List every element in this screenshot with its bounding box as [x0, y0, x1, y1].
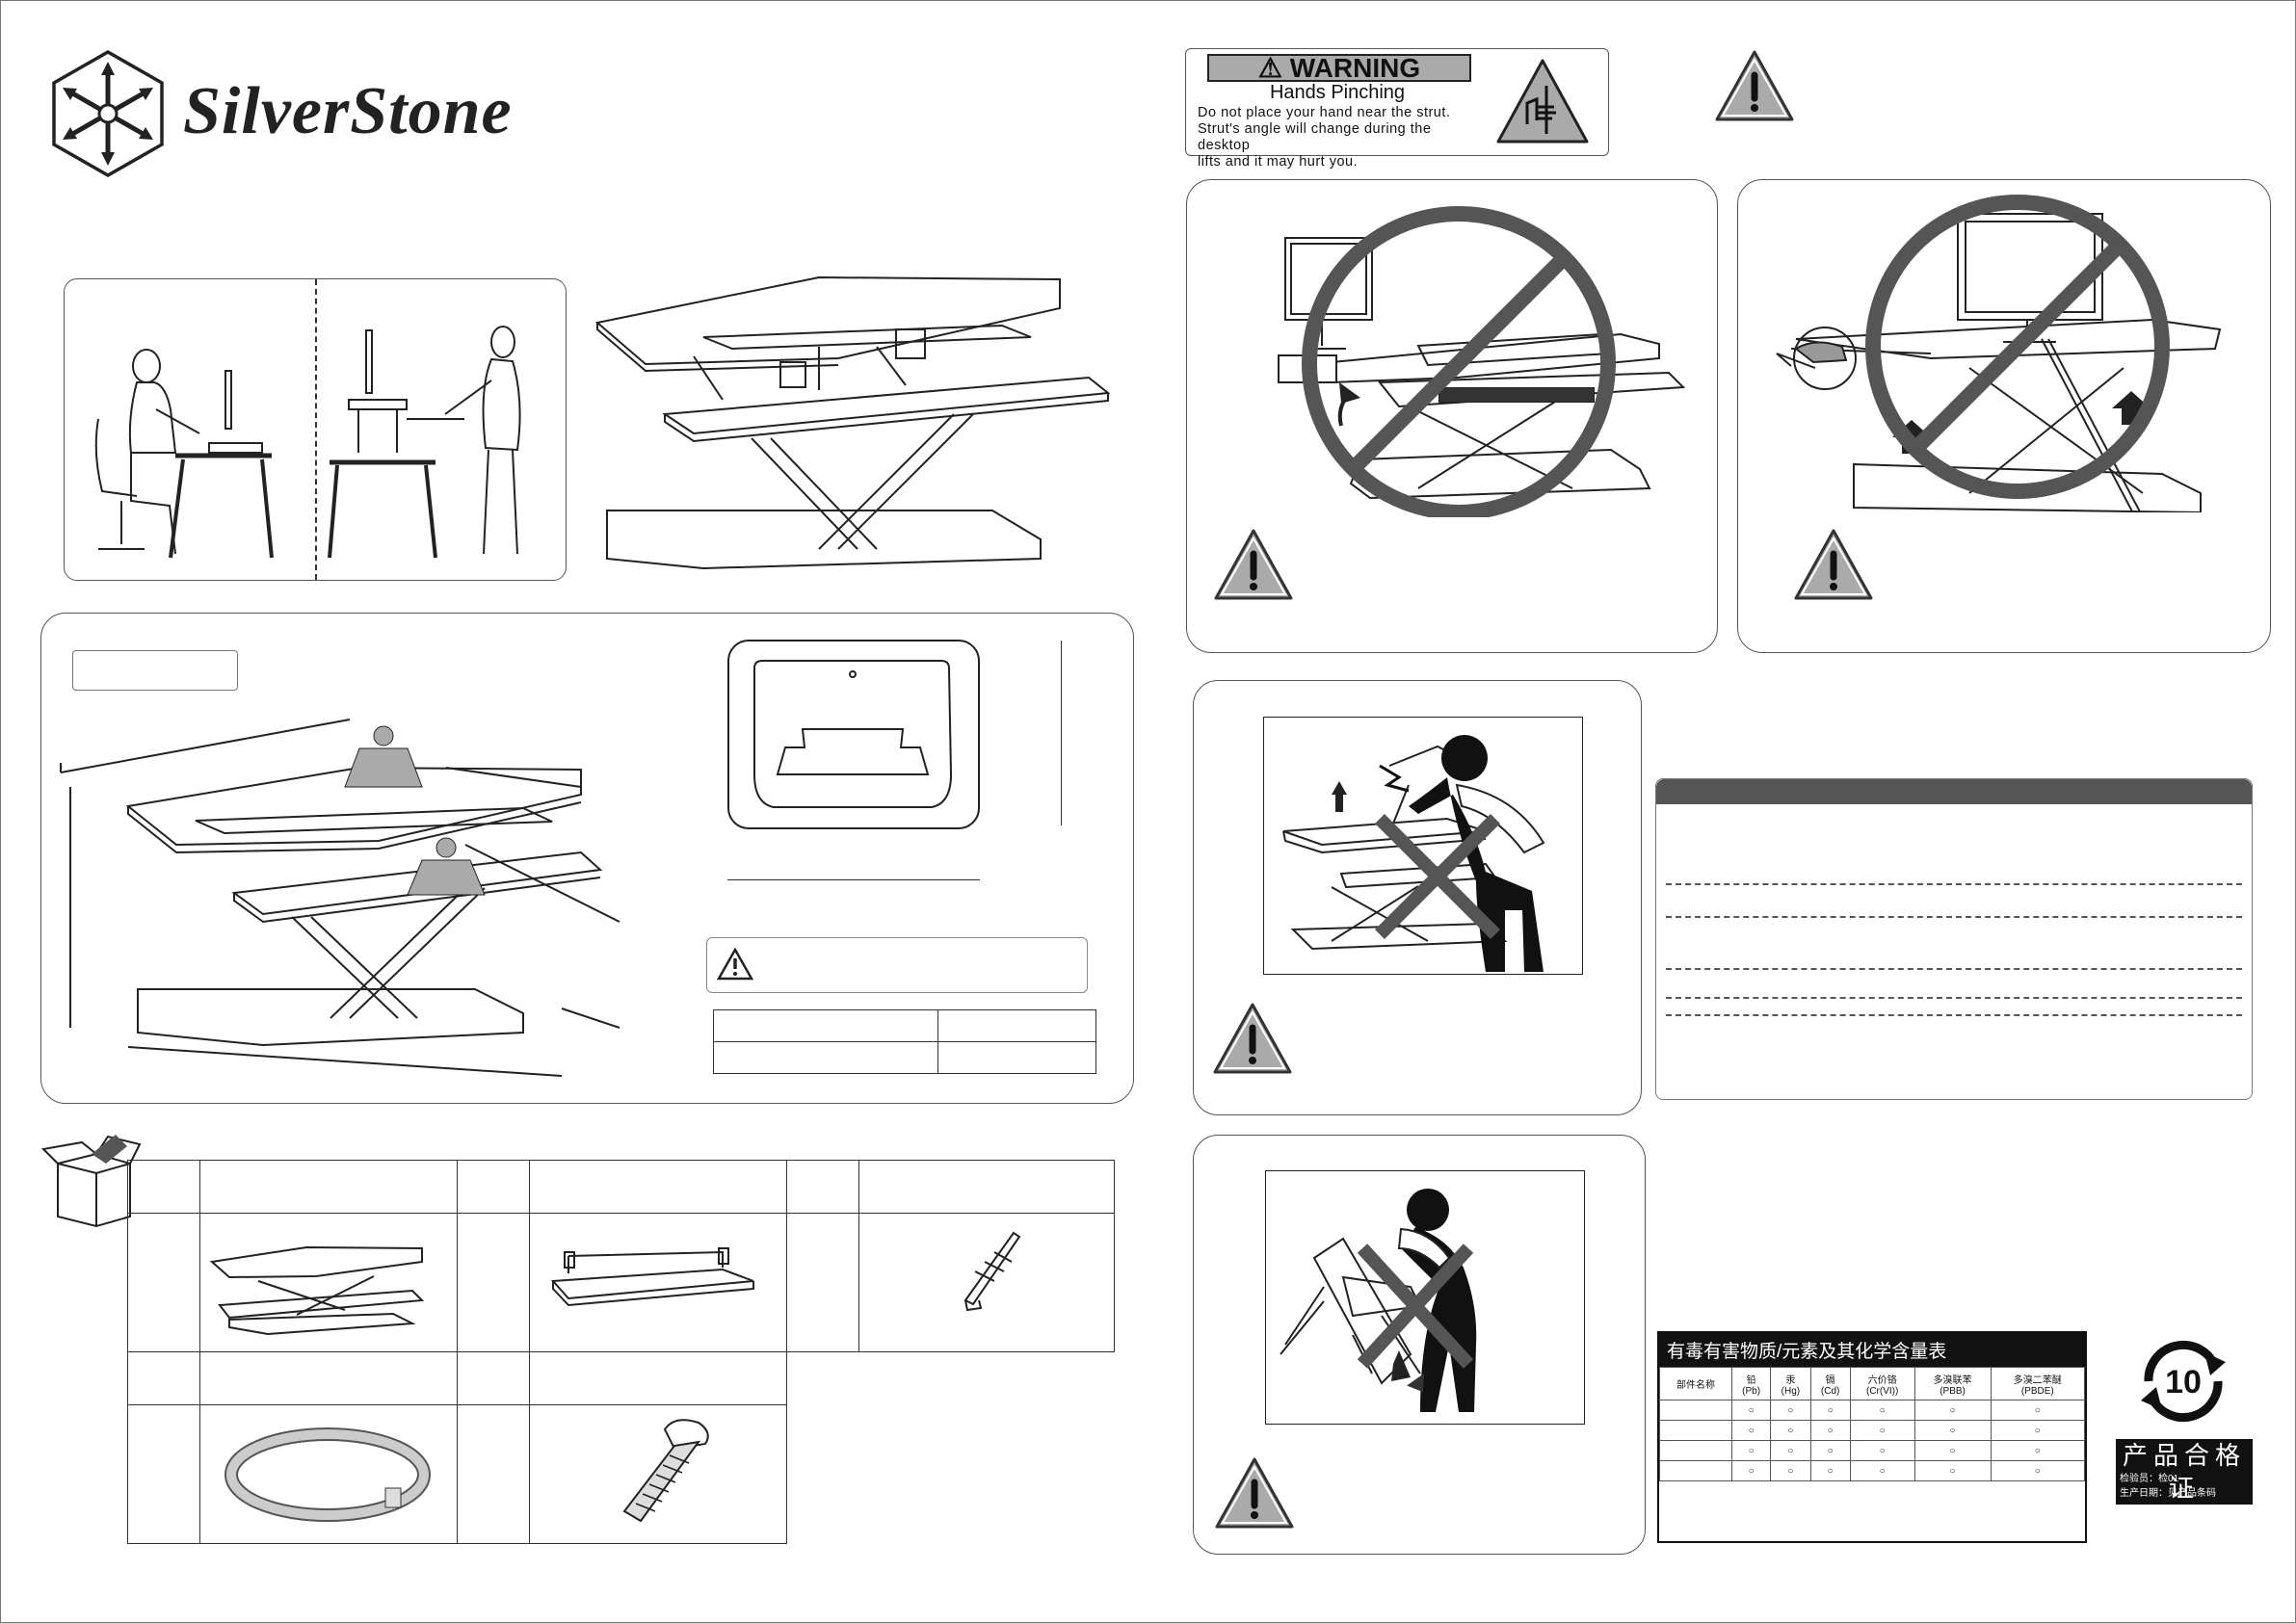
- substance-header: 铅(Pb): [1730, 1367, 1772, 1400]
- notes-divider: [1666, 1014, 2242, 1016]
- leaning-illustration-frame: [1263, 717, 1583, 975]
- caution-panel-side-lift: [1737, 179, 2271, 653]
- substance-header: 镉(Cd): [1809, 1367, 1851, 1400]
- top-view-drawing: [753, 660, 953, 808]
- notes-header-bar: [1656, 779, 2252, 804]
- parts-table: [127, 1160, 1115, 1544]
- brand-logo: SilverStone: [48, 48, 588, 183]
- warning-triangle-icon: [1214, 529, 1293, 600]
- standing-user-illustration: [328, 326, 521, 559]
- panel-divider: [315, 279, 317, 580]
- table-row: ○○○○○○: [1659, 1460, 2086, 1481]
- certificate-label: 产品合格证: [2116, 1439, 2253, 1503]
- substance-header: 多溴二苯醚(PBDE): [1990, 1367, 2086, 1400]
- table-row: ○○○○○○: [1659, 1440, 2086, 1461]
- part-keyboard-tray: [529, 1213, 787, 1352]
- certificate-date: 生产日期：见产品条码: [2116, 1486, 2253, 1501]
- table-row: ○○○○○○: [1659, 1400, 2086, 1421]
- side-lift-prohibited-illustration: [1776, 195, 2222, 512]
- desk-riser-product-drawing: [594, 275, 1111, 570]
- warning-body-line: Strut's angle will change during the des…: [1198, 121, 1432, 153]
- part-allen-key: [858, 1213, 1115, 1352]
- warning-title: WARNING: [1289, 53, 1421, 83]
- top-view-frame: [727, 640, 980, 829]
- part-cable: [199, 1404, 458, 1544]
- dimension-drawing: [60, 719, 620, 1077]
- notes-divider: [1666, 968, 2242, 970]
- hand-pinch-icon: [1496, 59, 1589, 144]
- part-screw: [529, 1404, 787, 1544]
- hazardous-table-grid: 部件名称 铅(Pb) 汞(Hg) 镉(Cd) 六价铬(Cr(VI)) 多溴联苯(…: [1659, 1367, 2086, 1481]
- part-name-header: 部件名称: [1659, 1367, 1732, 1400]
- warning-triangle-icon: [1215, 1457, 1294, 1529]
- dimension-label-box: [72, 650, 238, 691]
- dimensions-panel: [40, 613, 1134, 1104]
- notes-box: [1655, 778, 2253, 1100]
- snowflake-logo-icon: [52, 49, 164, 178]
- brand-name: SilverStone: [183, 74, 513, 148]
- leaning-prohibited-illustration: [1282, 735, 1545, 972]
- notes-divider: [1666, 916, 2242, 918]
- warning-triangle-icon: [1213, 1003, 1292, 1074]
- epup-years: 10: [2165, 1364, 2202, 1400]
- product-certificate: 产品合格证 检验员：检01 生产日期：见产品条码: [2116, 1439, 2253, 1505]
- brand-wordmark: SilverStone: [183, 73, 513, 150]
- width-dimension-line: [727, 879, 980, 880]
- table-row: ○○○○○○: [1659, 1420, 2086, 1441]
- notes-divider: [1666, 997, 2242, 999]
- substance-header: 多溴联苯(PBB): [1913, 1367, 1992, 1400]
- weight-capacity-top-icon: [344, 725, 423, 788]
- warning-triangle-icon: [717, 948, 753, 981]
- tray-lift-prohibited-illustration: [1278, 206, 1686, 517]
- keyboard-tray-part-icon: [550, 1247, 754, 1307]
- warning-subtitle: Hands Pinching: [1269, 82, 1406, 103]
- cable-coil-part-icon: [224, 1427, 431, 1522]
- caution-panel-tilt: [1193, 1135, 1646, 1555]
- hex-key-part-icon: [963, 1231, 1021, 1312]
- notes-divider: [1666, 883, 2242, 885]
- epup-recycle-icon: 10: [2141, 1340, 2226, 1423]
- usage-illustration-panel: [64, 278, 567, 581]
- warning-title-bar: ⚠ WARNING: [1207, 54, 1471, 82]
- part-desk-riser: [199, 1213, 458, 1352]
- warning-triangle-icon: [1794, 529, 1873, 600]
- weight-capacity-keyboard-icon: [407, 837, 486, 896]
- warning-body-line: lifts and it may hurt you.: [1198, 154, 1359, 170]
- caution-panel-leaning: [1193, 680, 1642, 1115]
- caution-box: [706, 937, 1088, 993]
- substance-header: 汞(Hg): [1770, 1367, 1811, 1400]
- warning-triangle-icon: [1715, 50, 1794, 121]
- warning-body: Do not place your hand near the strut. S…: [1198, 105, 1487, 170]
- hands-pinching-warning-label: ⚠ WARNING Hands Pinching Do not place yo…: [1185, 48, 1609, 170]
- certificate-inspector: 检验员：检01: [2116, 1472, 2253, 1486]
- tilt-illustration-frame: [1265, 1170, 1585, 1425]
- hazardous-substances-table: 有毒有害物质/元素及其化学含量表 部件名称 铅(Pb) 汞(Hg) 镉(Cd) …: [1657, 1331, 2087, 1543]
- sitting-user-illustration: [94, 349, 274, 559]
- tilt-prohibited-illustration: [1280, 1189, 1477, 1412]
- desk-riser-part-icon: [209, 1245, 425, 1336]
- hazardous-table-title: 有毒有害物质/元素及其化学含量表: [1659, 1333, 2085, 1367]
- caution-panel-tray-lift: [1186, 179, 1718, 653]
- warning-triangle-small-icon: ⚠: [1257, 53, 1282, 83]
- spec-table: [713, 1009, 1096, 1074]
- depth-dimension-line: [1061, 641, 1062, 825]
- screw-part-icon: [622, 1419, 709, 1523]
- warning-body-line: Do not place your hand near the strut.: [1198, 105, 1451, 120]
- substance-header: 六价铬(Cr(VI)): [1849, 1367, 1915, 1400]
